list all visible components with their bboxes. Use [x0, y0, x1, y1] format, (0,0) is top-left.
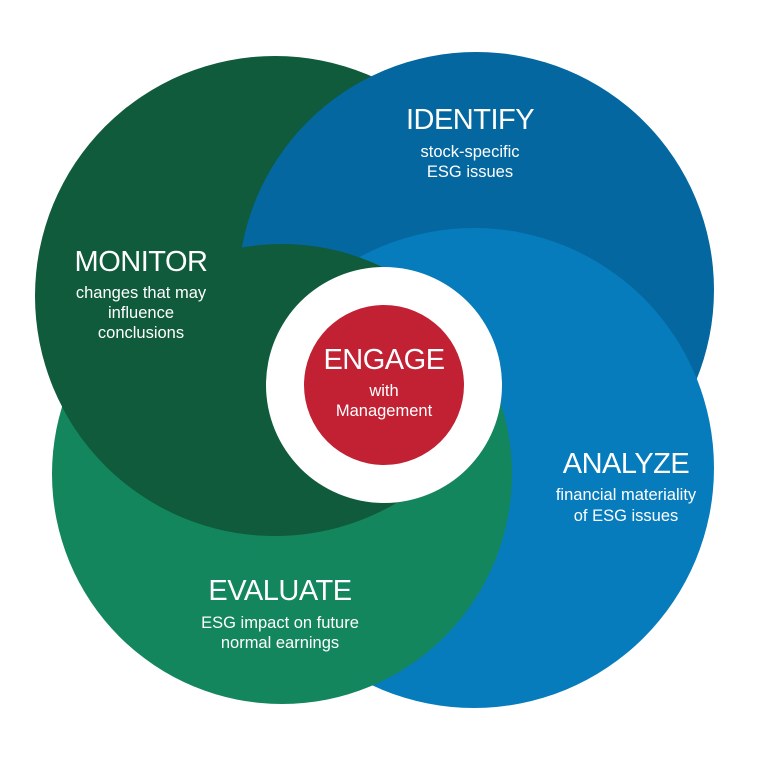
identify-title: IDENTIFY	[406, 104, 534, 136]
evaluate-title: EVALUATE	[208, 575, 351, 607]
monitor-line-2: influence	[108, 304, 174, 322]
engage-circle	[304, 305, 464, 465]
engage-line-2: Management	[336, 402, 433, 420]
engage-line-1: with	[368, 382, 398, 400]
monitor-title: MONITOR	[75, 246, 208, 278]
analyze-title: ANALYZE	[563, 448, 690, 480]
analyze-line-1: financial materiality	[556, 486, 697, 504]
monitor-line-3: conclusions	[98, 324, 184, 342]
engage-title: ENGAGE	[323, 344, 444, 376]
evaluate-line-2: normal earnings	[221, 634, 339, 652]
identify-line-2: ESG issues	[427, 163, 513, 181]
identify-line-1: stock-specific	[420, 143, 519, 161]
evaluate-line-1: ESG impact on future	[201, 614, 359, 632]
analyze-line-2: of ESG issues	[574, 507, 679, 525]
monitor-line-1: changes that may	[76, 284, 207, 302]
